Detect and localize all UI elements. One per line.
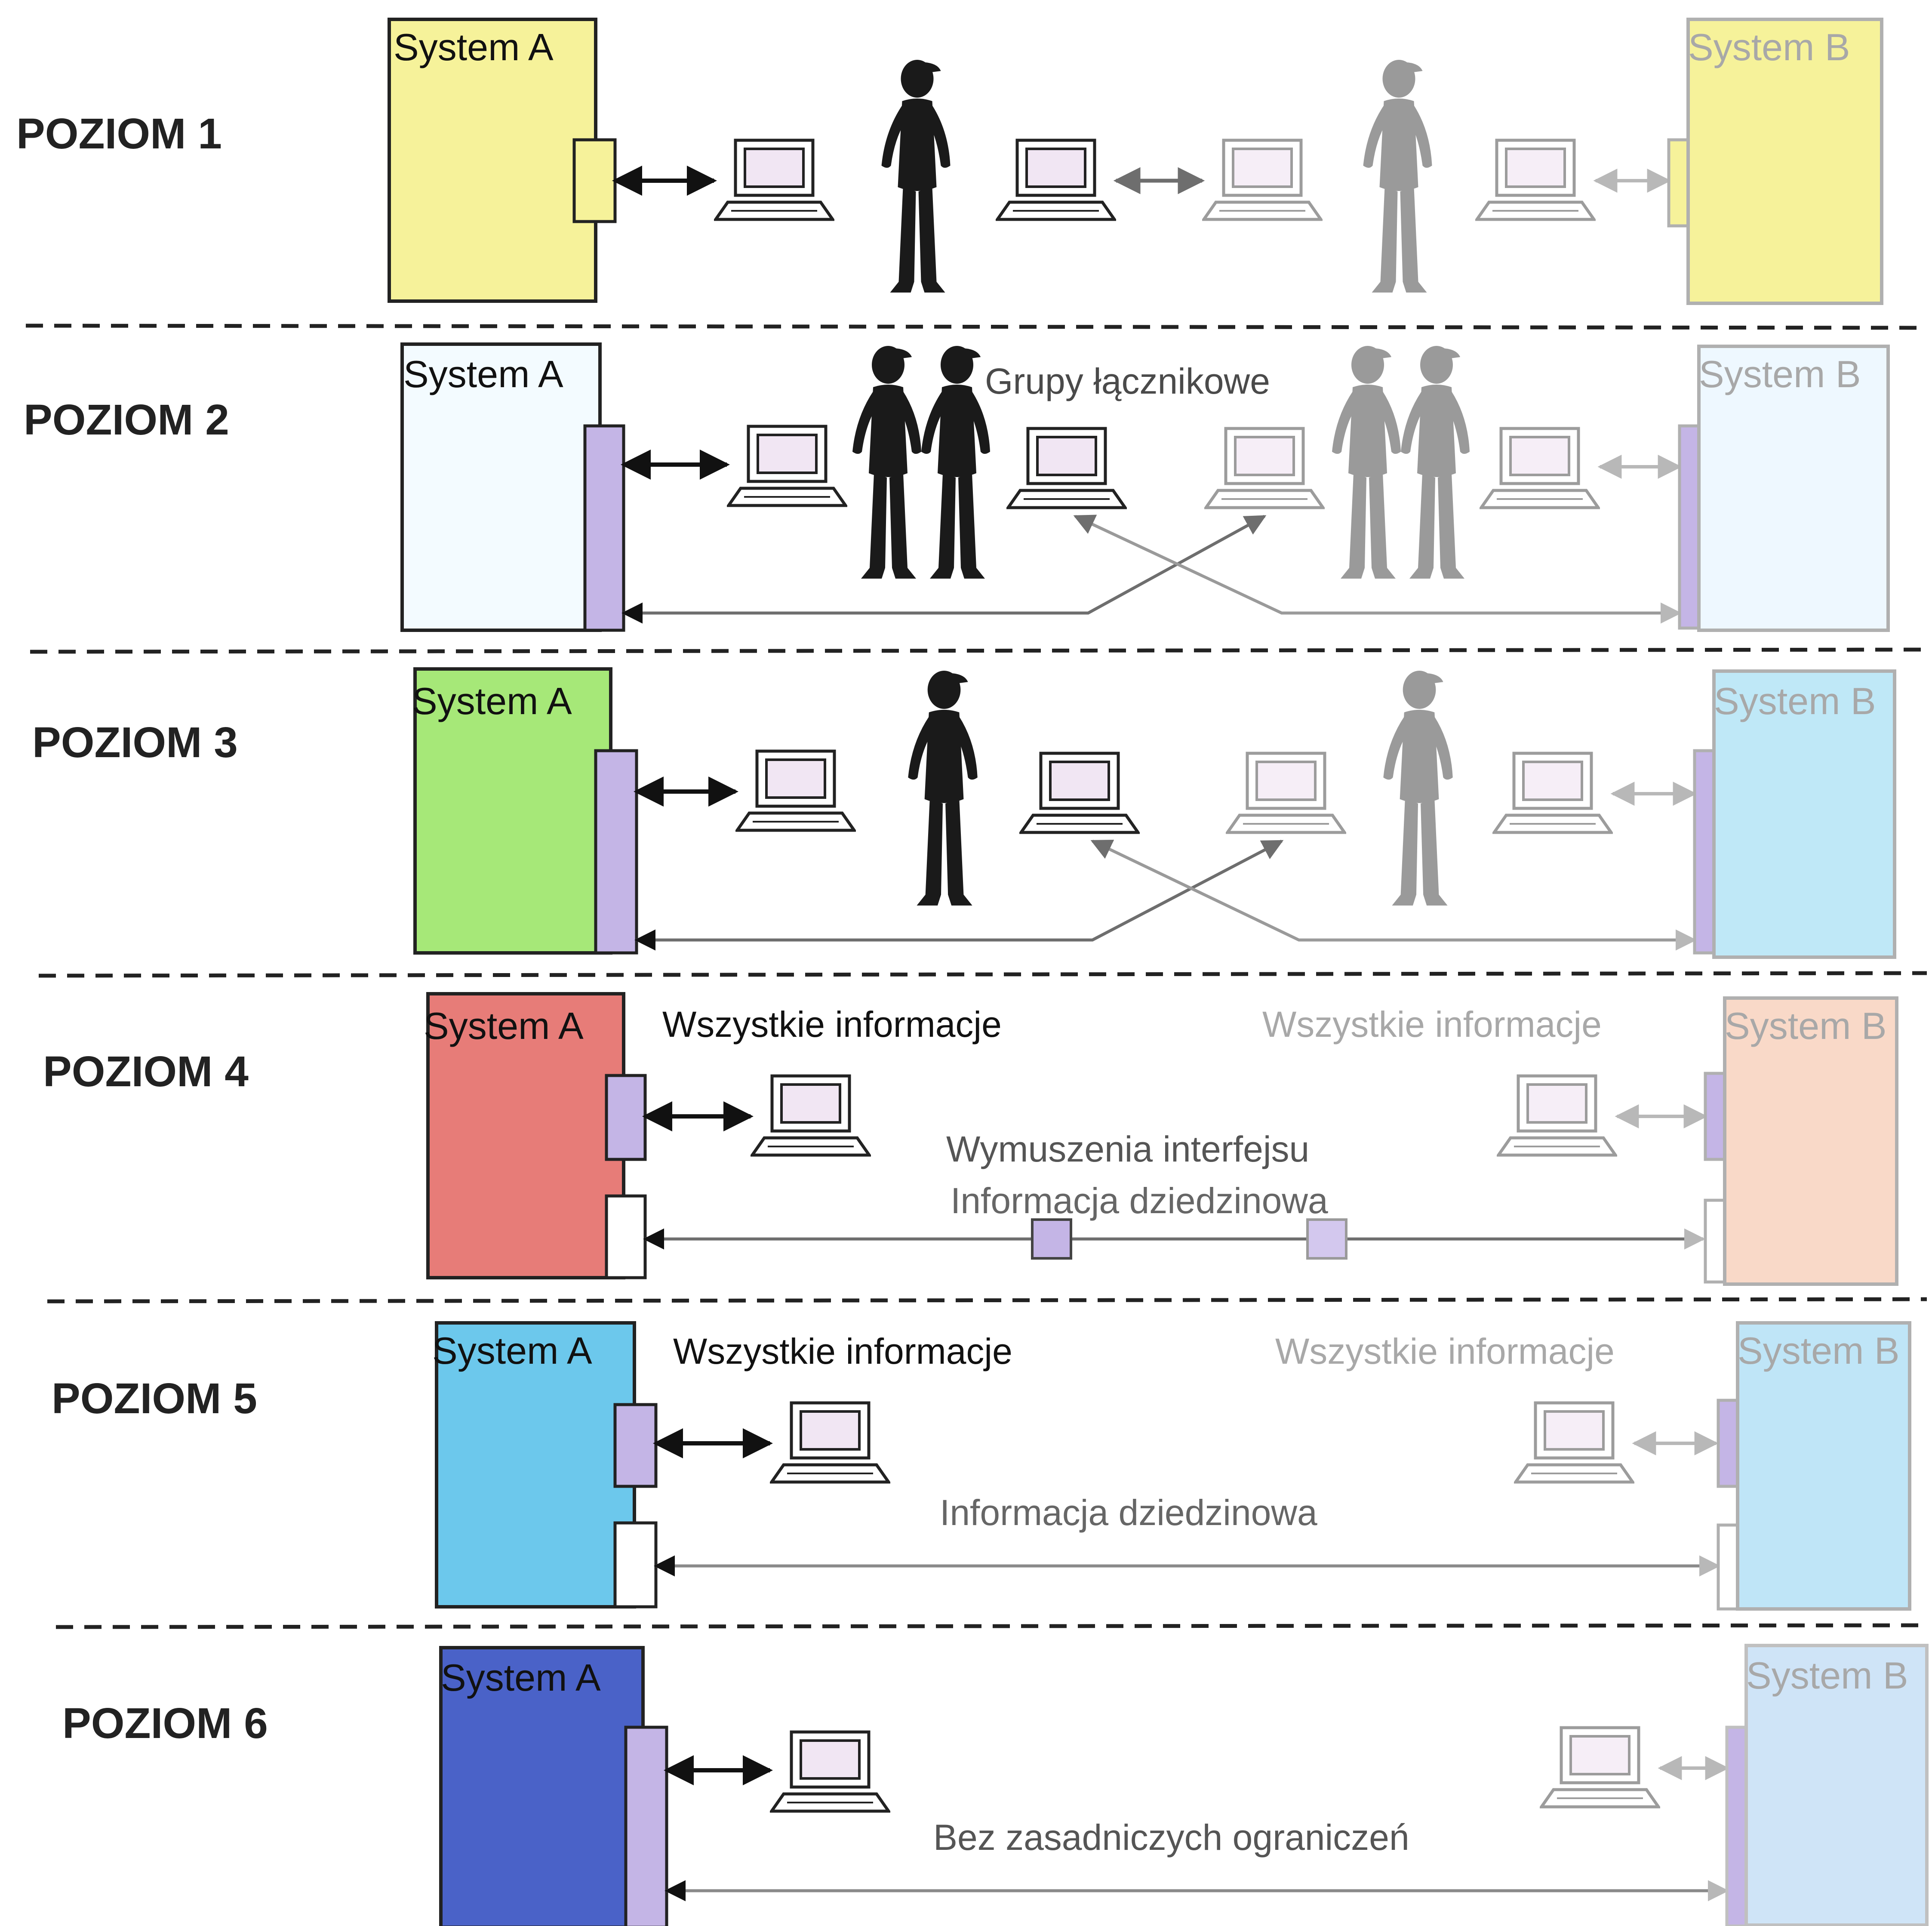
person-icon xyxy=(852,346,921,579)
person-icon xyxy=(921,346,990,579)
separator-5-6 xyxy=(55,1623,1927,1629)
level-label: POZIOM 5 xyxy=(52,1374,257,1423)
system-a-label: System A xyxy=(432,1329,592,1372)
computer-icon xyxy=(1204,140,1321,219)
computer-icon xyxy=(1227,753,1344,832)
computer-icon xyxy=(1494,753,1611,832)
system-b-box xyxy=(1723,996,1898,1286)
system-b-label: System B xyxy=(1714,680,1876,722)
all-information-label-a: Wszystkie informacje xyxy=(662,1004,1002,1045)
level-label: POZIOM 2 xyxy=(24,396,229,444)
person-icon xyxy=(908,671,978,906)
system-a-label: System A xyxy=(394,26,554,68)
level-3: POZIOM 3 System A System B xyxy=(32,667,1896,959)
computer-icon xyxy=(1481,428,1598,508)
system-b-box xyxy=(1697,345,1890,632)
cross-link-b-to-left-computer xyxy=(1090,839,1697,951)
computer-icon xyxy=(737,751,854,830)
level-5: POZIOM 5 System A Wszystkie informacje W… xyxy=(52,1321,1911,1611)
cross-link-b-to-left-computer xyxy=(1073,515,1682,624)
computer-icon xyxy=(1541,1728,1658,1807)
domain-info-block xyxy=(1031,1218,1072,1260)
interface-constraints-label: Wymuszenia interfejsu xyxy=(946,1129,1309,1169)
system-a-box xyxy=(400,342,602,632)
interface-port xyxy=(572,138,617,223)
system-a-label: System A xyxy=(441,1656,601,1699)
computer-icon xyxy=(772,1403,889,1482)
interface-port xyxy=(624,1726,668,1926)
level-separators xyxy=(25,324,1927,1629)
interface-port xyxy=(613,1403,658,1488)
domain-information-label: Informacja dziedzinowa xyxy=(951,1180,1328,1221)
no-limits-label: Bez zasadniczych ograniczeń xyxy=(933,1817,1409,1858)
all-information-label-a: Wszystkie informacje xyxy=(673,1331,1012,1371)
computer-icon xyxy=(772,1732,889,1811)
interface-port xyxy=(613,1521,658,1609)
system-b-box xyxy=(1712,669,1896,959)
system-a-box xyxy=(439,1646,645,1926)
level-label: POZIOM 4 xyxy=(43,1048,249,1096)
computer-icon xyxy=(997,140,1114,219)
computer-icon xyxy=(1498,1076,1615,1155)
interface-port xyxy=(583,424,625,632)
separator-2-3 xyxy=(30,647,1927,654)
person-icon xyxy=(1332,346,1401,579)
level-2: POZIOM 2 System A Grupy łącznikowe Syste… xyxy=(24,342,1890,632)
system-b-box xyxy=(1686,18,1883,305)
separator-4-5 xyxy=(47,1297,1927,1304)
level-6: POZIOM 6 System A Bez zasadniczych ogran… xyxy=(62,1644,1929,1926)
computer-icon xyxy=(1206,428,1323,508)
system-a-box xyxy=(388,18,597,303)
computer-icon xyxy=(1008,428,1125,508)
system-b-box xyxy=(1736,1321,1911,1611)
person-icon xyxy=(1363,60,1432,293)
level-4: POZIOM 4 System A Wszystkie informacje W… xyxy=(43,992,1898,1286)
system-b-box xyxy=(1744,1644,1929,1926)
domain-info-block xyxy=(1306,1218,1347,1260)
all-information-label-b: Wszystkie informacje xyxy=(1275,1331,1615,1371)
computer-icon xyxy=(716,140,833,219)
system-b-label: System B xyxy=(1699,353,1861,395)
computer-icon xyxy=(752,1076,869,1155)
system-b-label: System B xyxy=(1688,26,1850,68)
computer-icon xyxy=(1477,140,1594,219)
system-b-label: System B xyxy=(1738,1329,1900,1372)
system-a-label: System A xyxy=(403,353,563,395)
level-label: POZIOM 6 xyxy=(62,1699,268,1747)
separator-1-2 xyxy=(25,324,1927,330)
system-a-box xyxy=(435,1321,636,1609)
separator-3-4 xyxy=(38,971,1927,978)
level-1: POZIOM 1 System A System B xyxy=(16,18,1883,305)
computer-icon xyxy=(729,426,846,505)
interface-port xyxy=(605,1194,647,1279)
computer-icon xyxy=(1021,753,1138,832)
person-icon xyxy=(1383,671,1453,906)
liaison-groups-label: Grupy łącznikowe xyxy=(985,361,1270,401)
system-b-label: System B xyxy=(1725,1005,1887,1047)
person-icon xyxy=(881,60,951,293)
system-b-label: System B xyxy=(1746,1654,1908,1697)
level-label: POZIOM 3 xyxy=(32,718,238,767)
system-a-box xyxy=(426,992,625,1279)
interface-port xyxy=(605,1074,647,1161)
system-a-label: System A xyxy=(424,1005,584,1047)
person-icon xyxy=(1401,346,1470,579)
level-label: POZIOM 1 xyxy=(16,110,222,158)
all-information-label-b: Wszystkie informacje xyxy=(1262,1004,1602,1045)
system-a-label: System A xyxy=(412,680,572,722)
computer-icon xyxy=(1516,1403,1633,1482)
domain-information-label: Informacja dziedzinowa xyxy=(940,1492,1317,1533)
interface-port xyxy=(594,749,638,955)
